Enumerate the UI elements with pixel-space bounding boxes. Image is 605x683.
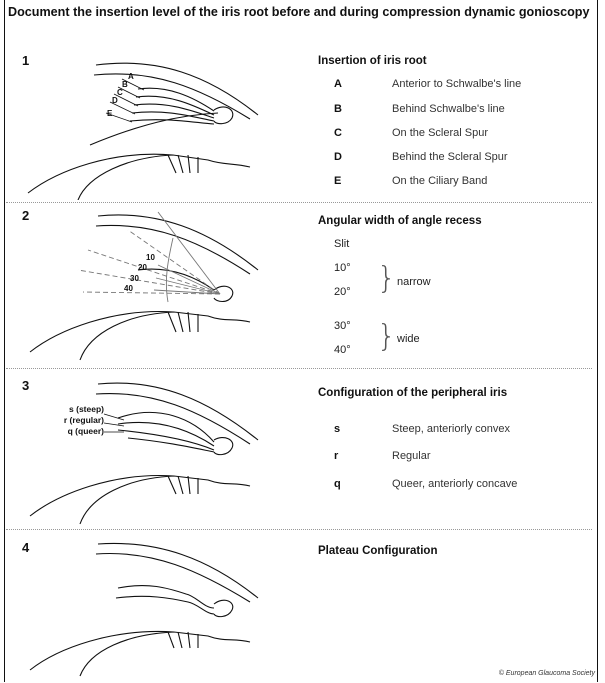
angle-value-40: 40° <box>334 344 351 356</box>
panel-4-angle-drawing <box>18 538 268 678</box>
panel-2-title: Angular width of angle recess <box>318 215 482 227</box>
option-code: E <box>334 175 341 187</box>
option-code: q <box>334 478 341 490</box>
option-code: A <box>334 78 342 90</box>
option-text: Behind the Scleral Spur <box>392 151 508 163</box>
iris-label-regular: r (regular) <box>64 415 104 425</box>
panel-divider <box>6 368 592 369</box>
option-code: r <box>334 450 338 462</box>
option-code: D <box>334 151 342 163</box>
angle-value-10: 10° <box>334 262 351 274</box>
narrow-label: narrow <box>397 276 431 288</box>
angle-value-30: 30° <box>334 320 351 332</box>
panel-1-title: Insertion of iris root <box>318 55 427 67</box>
diagram-label-c: C <box>117 88 123 97</box>
diagram-label-d: D <box>112 96 118 105</box>
option-text: On the Scleral Spur <box>392 127 488 139</box>
narrow-brace: } <box>377 264 396 294</box>
option-code: s <box>334 423 340 435</box>
angle-label-30: 30 <box>130 274 139 283</box>
diagram-label-a: A <box>128 72 134 81</box>
angle-label-40: 40 <box>124 284 133 293</box>
option-text: Steep, anteriorly convex <box>392 423 510 435</box>
option-text: Regular <box>392 450 431 462</box>
slit-label: Slit <box>334 238 349 250</box>
diagram-label-e: E <box>107 109 113 118</box>
iris-label-steep: s (steep) <box>69 404 104 414</box>
panel-3-title: Configuration of the peripheral iris <box>318 387 507 399</box>
wide-label: wide <box>397 333 420 345</box>
panel-3-angle-drawing: s (steep) r (regular) q (queer) <box>8 378 268 528</box>
option-text: On the Ciliary Band <box>392 175 487 187</box>
panel-2-angle-drawing: 10 20 30 40 <box>18 210 268 370</box>
panel-divider <box>6 202 592 203</box>
panel-1-angle-drawing: A B C D E <box>18 55 268 200</box>
angle-label-20: 20 <box>138 263 147 272</box>
option-code: C <box>334 127 342 139</box>
wide-brace: } <box>377 322 396 352</box>
option-text: Behind Schwalbe's line <box>392 103 505 115</box>
panel-divider <box>6 529 592 530</box>
figure-heading: Document the insertion level of the iris… <box>8 5 593 20</box>
option-text: Queer, anteriorly concave <box>392 478 517 490</box>
angle-label-10: 10 <box>146 253 155 262</box>
panel-4-title: Plateau Configuration <box>318 545 437 557</box>
angle-value-20: 20° <box>334 286 351 298</box>
option-code: B <box>334 103 342 115</box>
copyright-footer: © European Glaucoma Society <box>499 670 595 677</box>
iris-label-queer: q (queer) <box>68 426 105 436</box>
diagram-label-b: B <box>122 80 128 89</box>
option-text: Anterior to Schwalbe's line <box>392 78 521 90</box>
